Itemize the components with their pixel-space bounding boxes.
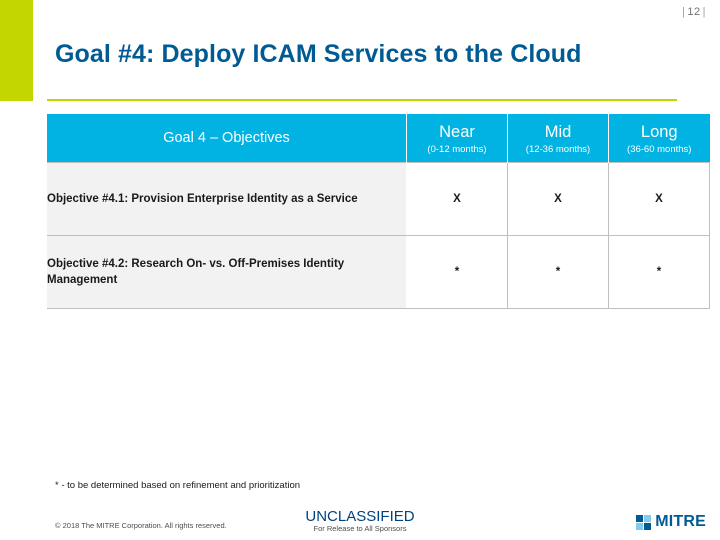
- objective-4-1-mid-mark: X: [507, 162, 609, 236]
- table-header-near: Near (0-12 months): [406, 114, 508, 163]
- page-number-value: 12: [687, 6, 701, 18]
- page-number-left-bar: |: [682, 6, 686, 18]
- table-header-row: Goal 4 – Objectives Near (0-12 months) M…: [47, 114, 710, 163]
- table-header-mid-subtitle: (12-36 months): [525, 143, 591, 155]
- table-row: Objective #4.2: Research On- vs. Off-Pre…: [47, 235, 710, 309]
- objective-4-2-label: Objective #4.2: Research On- vs. Off-Pre…: [47, 235, 407, 309]
- mitre-logo: MITRE: [636, 513, 706, 531]
- table-row: Objective #4.1: Provision Enterprise Ide…: [47, 162, 710, 236]
- page-title: Goal #4: Deploy ICAM Services to the Clo…: [55, 40, 582, 68]
- roadmap-table: Goal 4 – Objectives Near (0-12 months) M…: [47, 114, 710, 309]
- left-accent-bar: [0, 0, 33, 101]
- objective-4-2-long-mark: *: [608, 235, 710, 309]
- table-header-near-subtitle: (0-12 months): [427, 143, 487, 155]
- footer-release-statement: For Release to All Sponsors: [313, 524, 407, 533]
- objective-4-1-long-mark: X: [608, 162, 710, 236]
- mitre-mark-icon: [636, 514, 652, 530]
- title-divider: [47, 99, 677, 101]
- objective-4-1-label: Objective #4.1: Provision Enterprise Ide…: [47, 162, 407, 236]
- objective-4-2-near-mark: *: [406, 235, 508, 309]
- footnote: * - to be determined based on refinement…: [55, 480, 301, 491]
- table-header-long-subtitle: (36-60 months): [627, 143, 692, 155]
- table-header-long: Long (36-60 months): [608, 114, 710, 163]
- mitre-logo-text: MITRE: [655, 513, 706, 530]
- table-header-mid: Mid (12-36 months): [507, 114, 609, 163]
- objective-4-2-mid-mark: *: [507, 235, 609, 309]
- table-header-mid-title: Mid: [544, 122, 572, 141]
- table-header-long-title: Long: [640, 122, 678, 141]
- table-header-objectives: Goal 4 – Objectives: [47, 114, 407, 163]
- table-header-near-title: Near: [439, 122, 475, 141]
- page-number: |12|: [680, 6, 708, 18]
- objective-4-1-near-mark: X: [406, 162, 508, 236]
- footer-classification: UNCLASSIFIED: [305, 508, 415, 525]
- footer-copyright: © 2018 The MITRE Corporation. All rights…: [55, 521, 227, 530]
- page-number-right-bar: |: [702, 6, 706, 18]
